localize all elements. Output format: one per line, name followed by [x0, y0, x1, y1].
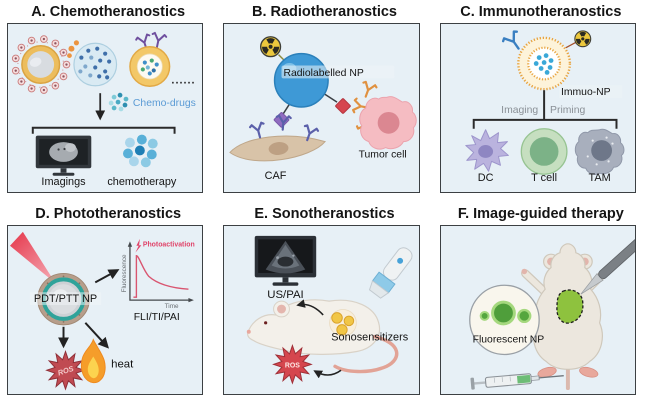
tumor-fluorescent	[555, 289, 584, 324]
fluorescence-axis-label: Fluorescence	[121, 254, 128, 292]
photoactivation-label: Photoactivation	[143, 242, 195, 249]
immuo-np-liposome	[516, 36, 571, 91]
panel-d-box: PDT/PTT NP Photoactivation Fluorescence …	[7, 225, 204, 395]
tumor-cell-label: Tumor cell	[359, 149, 407, 160]
ultrasound-probe	[369, 247, 413, 299]
ultrasound-monitor	[255, 235, 317, 286]
blue-antibody-icon	[500, 29, 527, 55]
label-backing	[558, 85, 623, 99]
panel-f-box: Fluorescent NP	[439, 225, 636, 395]
panel-c-box: Immuo-NP Imaging Priming DC T cell	[439, 23, 636, 193]
priming-label: Priming	[550, 105, 585, 116]
arrow-to-monitor	[296, 299, 325, 316]
needle	[538, 375, 564, 379]
sonosensitizers-label: Sonosensitizers	[332, 332, 409, 344]
radiolabelled-np-sphere	[274, 52, 330, 108]
ros-label: ROS	[285, 362, 300, 369]
imaging-label: Imaging	[501, 105, 538, 116]
panel-c-illustration: Immuo-NP Imaging Priming DC T cell	[464, 29, 625, 184]
panel-f-title: F. Image-guided therapy	[457, 206, 624, 222]
fluorescence-graph	[127, 238, 194, 303]
linker-right	[323, 92, 338, 103]
tam-cell	[574, 128, 625, 175]
panel-phototheranostics: D. Phototheranostics PDT/PTT NP	[0, 202, 216, 404]
time-axis-label: Time	[165, 303, 179, 310]
panel-b-title: B. Radiotheranostics	[251, 4, 397, 20]
label-backing	[29, 292, 102, 306]
caf-cell	[229, 135, 327, 162]
heat-label: heat	[111, 358, 134, 370]
imaging-monitor	[35, 135, 92, 176]
us-pai-label: US/PAI	[268, 289, 305, 301]
label-backing	[281, 65, 395, 79]
magnifier-inset	[468, 284, 540, 356]
arrow-to-heat	[84, 322, 109, 349]
radioactive-icon	[260, 36, 282, 58]
arrow-to-ros	[313, 369, 342, 379]
radiolabelled-np-label: Radiolabelled NP	[284, 68, 364, 79]
arrow-to-graph	[94, 269, 120, 284]
panel-radiotheranostics: B. Radiotheranostics Radiolabelled NP	[216, 0, 432, 202]
nanoparticle-drug-coated	[11, 35, 71, 94]
nanoparticle-drug-loaded	[67, 40, 118, 87]
ellipsis-label: ......	[171, 74, 195, 86]
panel-e-illustration: US/PAI	[247, 235, 413, 384]
imagings-label: Imagings	[41, 176, 86, 188]
panel-c-title: C. Immunotheranostics	[460, 4, 622, 20]
dendritic-cell	[464, 129, 509, 172]
panel-a-title: A. Chemotheranostics	[31, 4, 186, 20]
pdt-ptt-np-label: PDT/PTT NP	[34, 293, 97, 305]
panel-d-illustration: PDT/PTT NP Photoactivation Fluorescence …	[9, 231, 195, 390]
fluorescent-np-dot	[516, 308, 532, 324]
scalpel	[580, 235, 635, 295]
fluorescent-np-dot	[490, 300, 516, 326]
tam-label: TAM	[588, 172, 610, 184]
chemo-drug-cluster	[108, 92, 129, 112]
bracket	[472, 118, 618, 129]
fluorescent-np-dot	[479, 310, 490, 321]
radioactive-icon	[573, 30, 591, 48]
caf-label: CAF	[265, 170, 287, 182]
radio-linker	[565, 41, 577, 49]
panel-e-box: US/PAI	[223, 225, 420, 395]
chemotherapy-cluster	[123, 134, 158, 168]
nanoparticle-targeted-vesicle	[129, 31, 171, 87]
panel-f-illustration: Fluorescent NP	[468, 235, 635, 391]
panel-a-box: ...... Chemo-drugs Imagi	[7, 23, 204, 193]
bracket	[31, 126, 176, 134]
flame-icon	[80, 338, 106, 384]
panel-b-illustration: Radiolabelled NP Tumor cell CAF	[229, 36, 418, 182]
immuo-np-label: Immuo-NP	[561, 87, 611, 98]
lightning-icon	[135, 238, 142, 253]
purple-antibody-icon	[248, 121, 269, 141]
fluorescent-np-label: Fluorescent NP	[472, 335, 544, 346]
red-connector	[335, 98, 352, 114]
panel-sonotheranostics: E. Sonotheranostics US/PAI	[216, 202, 432, 404]
panel-e-title: E. Sonotheranostics	[254, 206, 395, 222]
chemotherapy-label: chemotherapy	[107, 176, 177, 188]
panel-a-illustration: ...... Chemo-drugs Imagi	[11, 31, 196, 188]
mouse-tail	[333, 334, 399, 374]
panel-chemotheranostics: A. Chemotheranostics	[0, 0, 216, 202]
panel-b-box: Radiolabelled NP Tumor cell CAF	[223, 23, 420, 193]
laser-beam	[9, 231, 56, 284]
sonosensitizer-cluster	[329, 309, 358, 337]
syringe	[470, 373, 564, 390]
tumor-cell	[359, 96, 418, 150]
panel-immunotheranostics: C. Immunotheranostics Immuo-NP Imaging	[433, 0, 649, 202]
chemo-drugs-label: Chemo-drugs	[133, 98, 196, 109]
t-cell	[520, 128, 568, 175]
panel-image-guided-therapy: F. Image-guided therapy	[433, 202, 649, 404]
panel-d-title: D. Phototheranostics	[35, 206, 182, 222]
t-cell-label: T cell	[531, 172, 557, 184]
dc-label: DC	[477, 172, 493, 184]
modalities-label: FLI/TI/PAI	[134, 312, 180, 323]
orange-antibody-icon	[358, 80, 379, 101]
